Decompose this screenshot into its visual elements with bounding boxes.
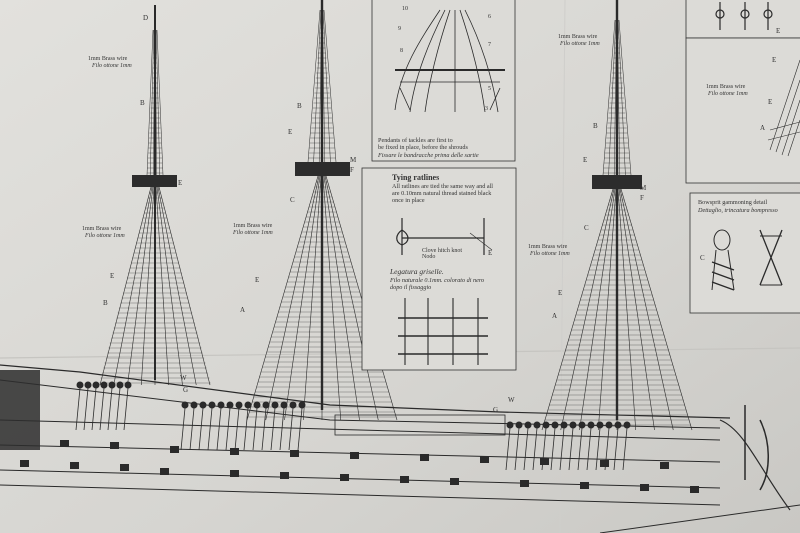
- label-g-2: G: [493, 406, 498, 414]
- ratlines-it-line1: Filo naturale 0.1mm. colorato di nero: [389, 277, 484, 284]
- label-e-3: E: [288, 128, 292, 136]
- brass-wire-label-3-it: Filo ottone 1mm: [232, 230, 273, 236]
- stern-gallery: [0, 370, 40, 450]
- top-right-detail-box: E 1mm Brass wire Filo ottone 1mm E E A: [685, 0, 800, 184]
- pendants-note-italic: Fissare le bandracche prima delle sartie: [377, 152, 479, 159]
- deadeyes: [75, 381, 631, 471]
- pendants-detail-box: 10 9 8 7 6 5 3 Pendants of tackles are f…: [371, 0, 516, 162]
- label-e-5: E: [583, 156, 587, 164]
- label-e-7: E: [772, 56, 776, 64]
- label-b-4: B: [593, 122, 598, 130]
- brass-wire-label-2: 1mm Brass wire: [82, 226, 122, 232]
- pendant-number-7: 7: [488, 42, 491, 48]
- ratlines-detail-box: Tying ratlines All ratlines are tied the…: [361, 167, 517, 371]
- label-w-1: W: [180, 374, 187, 382]
- label-b-1: B: [140, 99, 145, 107]
- label-f-2: F: [640, 194, 644, 202]
- label-w-2: W: [508, 396, 515, 404]
- ratlines-it-line2: dopo il fissaggio: [390, 284, 431, 291]
- pendant-number-10: 10: [402, 6, 408, 12]
- pendants-note-line2: be fixed in place, before the shrouds: [378, 144, 468, 151]
- pendant-number-6: 6: [488, 14, 491, 20]
- hull-profile: [0, 364, 800, 533]
- bowsprit-title-it: Dettaglio, trincatura bompresso: [697, 207, 778, 214]
- fore-top: [132, 175, 177, 187]
- gun-ports: [20, 440, 699, 493]
- clove-hitch-label-it: Nodo: [422, 254, 435, 260]
- label-m-2: M: [640, 184, 647, 192]
- label-a-2: A: [552, 312, 557, 320]
- label-b-2: B: [103, 299, 108, 307]
- bowsprit-callout-c: C: [700, 254, 705, 262]
- brass-wire-label-2-it: Filo ottone 1mm: [84, 233, 125, 239]
- brass-wire-label-5: 1mm Brass wire: [528, 244, 568, 250]
- ratlines-line1: All ratlines are tied the same way and a…: [392, 183, 493, 190]
- label-e-8: E: [768, 98, 772, 106]
- bowsprit-title: Bowsprit gammoning detail: [698, 199, 767, 206]
- ratlines-callout-e: E: [488, 249, 492, 257]
- fore-shrouds: [99, 29, 211, 386]
- clove-hitch-diagram: [396, 218, 493, 255]
- pendant-number-9: 9: [398, 26, 401, 32]
- pendants-note-line1: Pendants of tackles are first to: [378, 137, 453, 144]
- top-right-callout-e: E: [776, 27, 780, 35]
- label-g-1: G: [183, 386, 188, 394]
- ratlines-line2: are 0.10mm natural thread stained black: [392, 190, 492, 197]
- ratlines-title-it: Legatura griselle.: [389, 267, 444, 276]
- mizzen-shrouds: [541, 19, 693, 431]
- label-c-1: C: [290, 196, 295, 204]
- ratlines-line3: once in place: [392, 197, 425, 204]
- masts-and-shrouds: [99, 0, 693, 431]
- label-e-6: E: [558, 289, 562, 297]
- label-a-1: A: [240, 306, 245, 314]
- pendant-number-3: 3: [485, 106, 488, 112]
- ratlines-title: Tying ratlines: [392, 173, 439, 182]
- ratlines-ladder-diagram: [398, 298, 488, 365]
- label-e-2: E: [110, 272, 114, 280]
- brass-wire-label-5-it: Filo ottone 1mm: [529, 251, 570, 257]
- main-top: [295, 162, 350, 176]
- label-m-1: M: [350, 156, 357, 164]
- brass-wire-label-1-it: Filo ottone 1mm: [91, 63, 132, 69]
- brass-wire-label-4-it: Filo ottone 1mm: [559, 41, 600, 47]
- label-d: D: [143, 14, 148, 22]
- label-a-3: A: [760, 124, 765, 132]
- bowsprit-detail-box: Bowsprit gammoning detail Dettaglio, tri…: [689, 192, 800, 314]
- brass-wire-label-4: 1mm Brass wire: [558, 34, 598, 40]
- label-f-1: F: [350, 166, 354, 174]
- mizzen-top: [592, 175, 642, 189]
- label-e-4: E: [255, 276, 259, 284]
- paper-fold-vertical: [559, 0, 566, 533]
- main-shrouds: [246, 9, 398, 421]
- label-b-3: B: [297, 102, 302, 110]
- brass-wire-label-6: 1mm Brass wire: [706, 84, 746, 90]
- brass-wire-label-1: 1mm Brass wire: [88, 56, 128, 62]
- pendant-number-5: 5: [488, 86, 491, 92]
- brass-wire-label-3: 1mm Brass wire: [233, 223, 273, 229]
- label-e-1: E: [178, 179, 182, 187]
- mast-labels: D 1mm Brass wire Filo ottone 1mm B E 1mm…: [82, 14, 647, 414]
- bow-figurehead: [744, 405, 769, 491]
- waist-rail: [334, 414, 506, 436]
- label-c-2: C: [584, 224, 589, 232]
- pendant-number-8: 8: [400, 48, 403, 54]
- clove-hitch-label: Clove hitch knot: [422, 248, 462, 254]
- brass-wire-label-6-it: Filo ottone 1mm: [707, 91, 748, 97]
